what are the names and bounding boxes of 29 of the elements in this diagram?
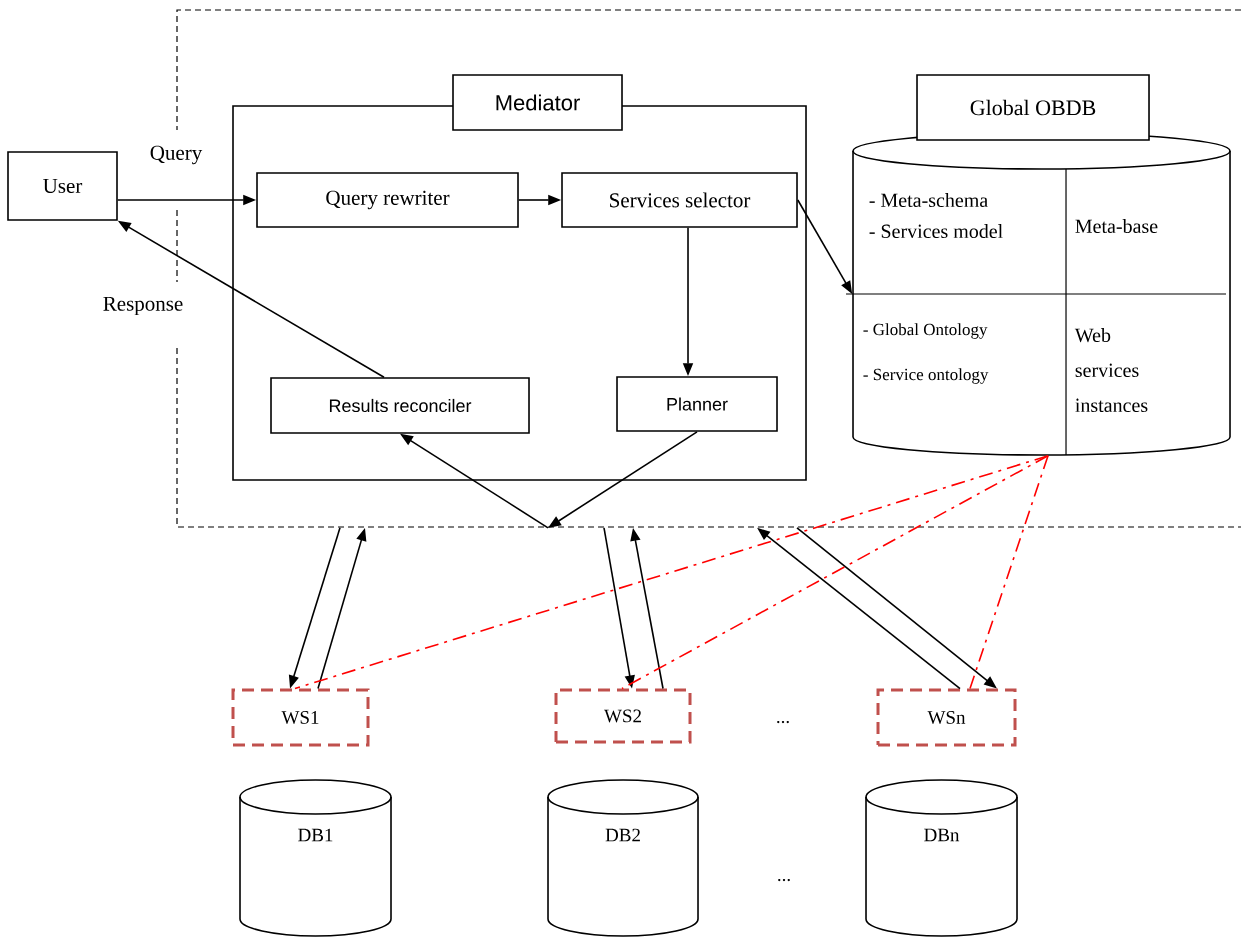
connector-line xyxy=(294,455,1049,690)
cell-text: - Global Ontology xyxy=(863,323,988,339)
edge-label: Response xyxy=(103,296,183,316)
title-tab: Global OBDB xyxy=(916,74,1150,141)
service-box: WS2 xyxy=(554,688,692,744)
edge-label: Query xyxy=(150,145,203,165)
actor-box: User xyxy=(7,151,118,221)
database-cylinder: DBn xyxy=(865,779,1018,937)
database-cylinder: DB1 xyxy=(239,779,392,937)
service-box: WS1 xyxy=(231,688,370,747)
cell-text: - Meta-schema xyxy=(869,192,988,208)
node-label: DBn xyxy=(924,828,960,842)
process-box: Results reconciler xyxy=(270,377,530,434)
connector-line xyxy=(621,455,1049,690)
cell-text: Web services instances xyxy=(1074,327,1148,413)
ellipsis-text: ... xyxy=(778,878,790,882)
cell-text: - Services model xyxy=(869,223,1003,239)
database-cylinder: DB2 xyxy=(547,779,699,937)
connector-line xyxy=(969,455,1049,690)
process-box: Services selector xyxy=(561,172,798,228)
process-box: Query rewriter xyxy=(256,172,519,228)
service-box: WSn xyxy=(876,688,1017,747)
node-label: DB1 xyxy=(298,828,333,842)
process-box: Planner xyxy=(616,376,778,432)
node-label: DB2 xyxy=(605,828,640,842)
ellipsis-text: ... xyxy=(777,720,789,724)
cell-text: Meta-base xyxy=(1075,218,1158,234)
title-tab: Mediator xyxy=(452,74,623,131)
cell-text: - Service ontology xyxy=(863,368,989,384)
